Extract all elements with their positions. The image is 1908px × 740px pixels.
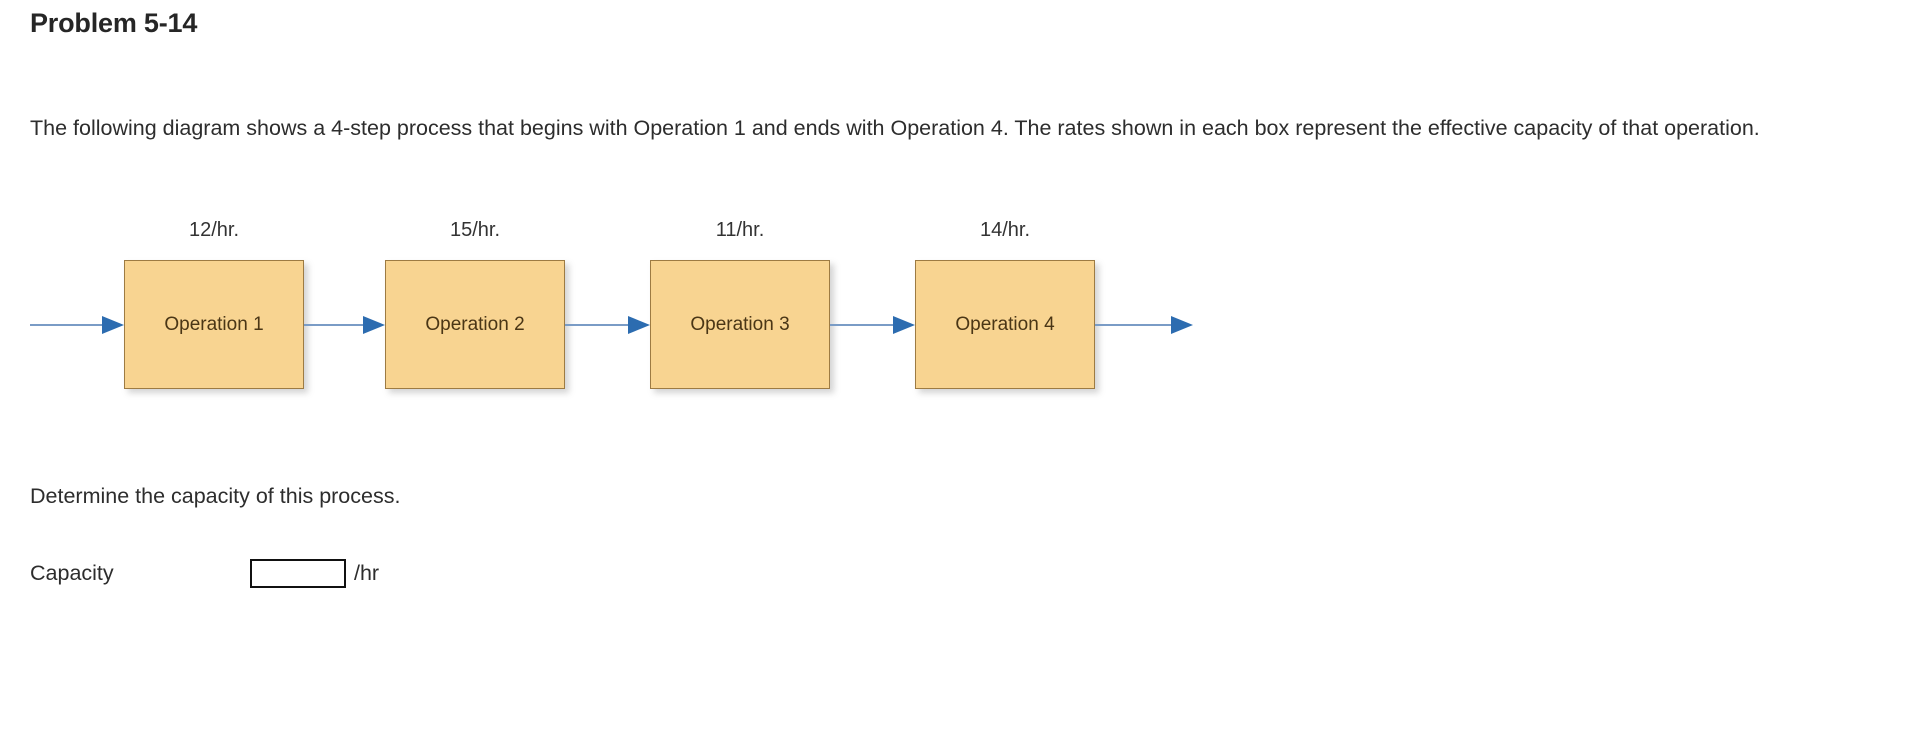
operation-box-2-label: Operation 2 xyxy=(425,313,525,335)
arrow-op1-to-op2 xyxy=(304,316,385,334)
arrow-shaft xyxy=(1095,324,1171,326)
operation-box-1: Operation 1 xyxy=(124,260,304,389)
arrow-head-icon xyxy=(1171,316,1193,334)
operation-box-4: Operation 4 xyxy=(915,260,1095,389)
arrow-shaft xyxy=(830,324,893,326)
arrow-shaft xyxy=(304,324,363,326)
intro-paragraph: The following diagram shows a 4-step pro… xyxy=(30,116,1760,140)
arrow-op3-to-op4 xyxy=(830,316,915,334)
arrow-shaft xyxy=(565,324,628,326)
question-prompt: Determine the capacity of this process. xyxy=(30,484,401,508)
capacity-unit-label: /hr xyxy=(354,560,380,585)
operation-box-3-label: Operation 3 xyxy=(690,313,790,335)
arrow-inbound xyxy=(30,316,124,334)
arrow-head-icon xyxy=(102,316,124,334)
arrow-shaft xyxy=(30,324,102,326)
capacity-input[interactable] xyxy=(250,558,346,588)
answer-row: Capacity /hr xyxy=(30,556,379,590)
page-title: Problem 5-14 xyxy=(30,8,198,38)
operation-box-4-label: Operation 4 xyxy=(955,313,1055,335)
arrow-head-icon xyxy=(893,316,915,334)
operation-box-3: Operation 3 xyxy=(650,260,830,389)
arrow-head-icon xyxy=(363,316,385,334)
arrow-head-icon xyxy=(628,316,650,334)
arrow-op2-to-op3 xyxy=(565,316,650,334)
operation-box-1-label: Operation 1 xyxy=(164,313,264,335)
operation-box-2: Operation 2 xyxy=(385,260,565,389)
rate-label-operation-2: 15/hr. xyxy=(449,219,501,241)
process-flow-diagram: 12/hr. Operation 1 15/hr. Operation 2 11… xyxy=(0,215,1300,405)
rate-label-operation-4: 14/hr. xyxy=(979,219,1031,241)
capacity-label: Capacity xyxy=(30,560,114,585)
rate-label-operation-3: 11/hr. xyxy=(715,219,765,241)
arrow-outbound xyxy=(1095,316,1200,334)
rate-label-operation-1: 12/hr. xyxy=(188,219,240,241)
